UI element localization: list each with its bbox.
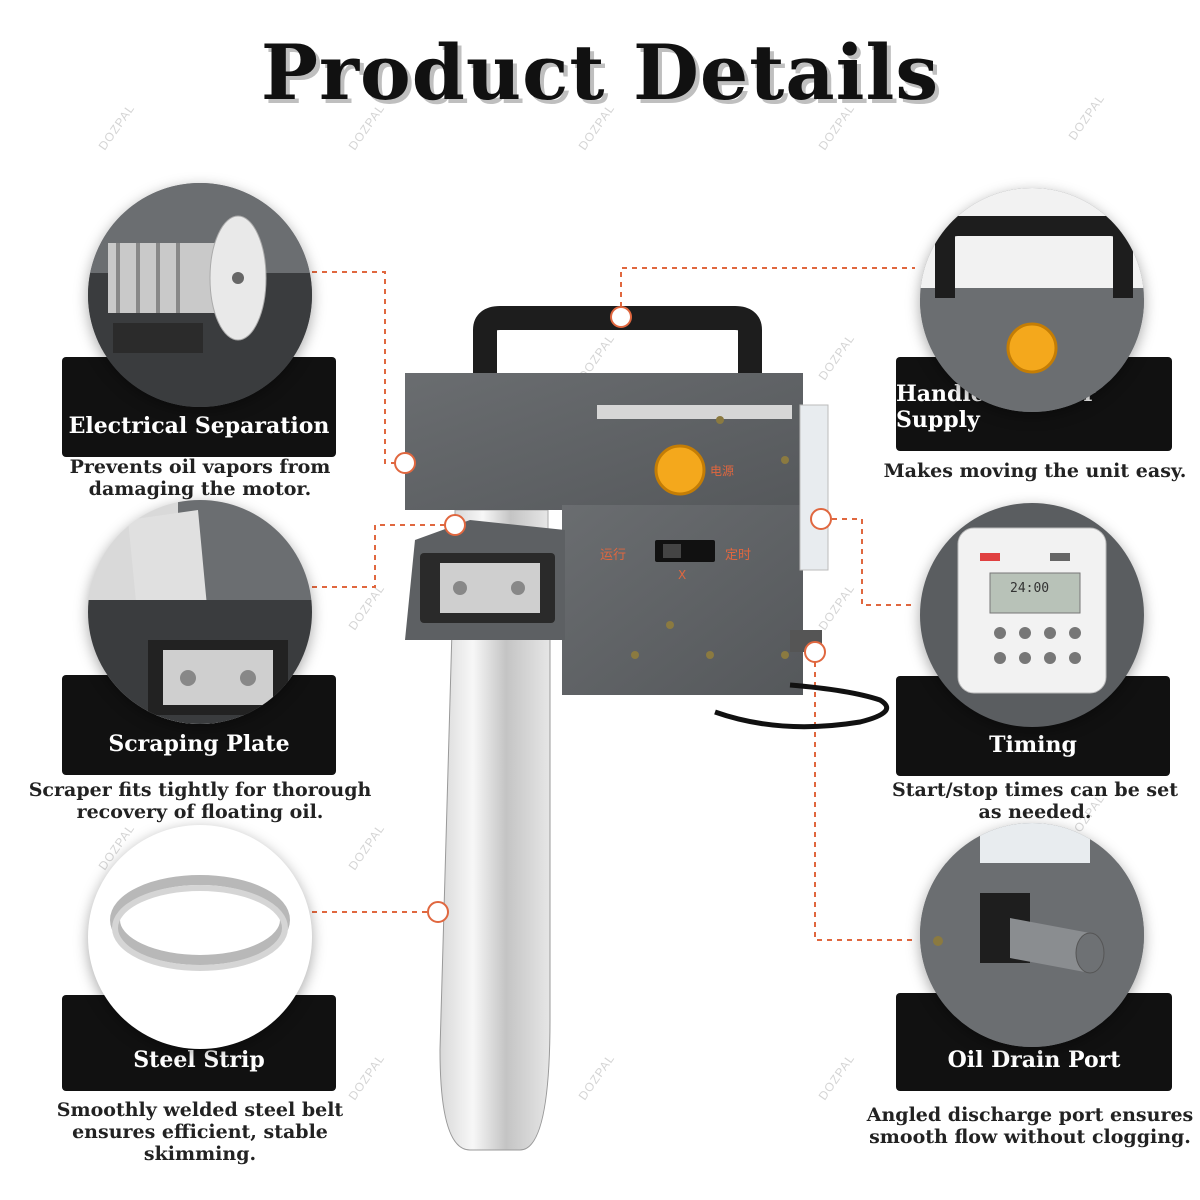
scraper-icon: [88, 500, 312, 724]
feature-desc: Makes moving the unit easy.: [870, 460, 1200, 482]
feature-label: Steel Strip: [133, 1047, 265, 1073]
timer-icon: [957, 527, 1107, 694]
feature-desc: Start/stop times can be set as needed.: [870, 779, 1200, 823]
feature-image-electrical-separation: [88, 183, 312, 407]
desc-line: Scraper fits tightly for thorough: [28, 779, 372, 801]
switch-right-label: 定时: [725, 548, 752, 563]
connector-timing: [832, 518, 915, 606]
feature-desc: Smoothly welded steel belt ensures effic…: [20, 1099, 380, 1165]
desc-line: skimming.: [143, 1143, 257, 1165]
desc-line: Prevents oil vapors from: [69, 456, 331, 478]
desc-line: Angled discharge port ensures: [866, 1104, 1194, 1126]
hotspot-electrical: [394, 452, 416, 474]
feature-label-box: Scraping Plate: [62, 675, 336, 775]
drain-port-icon: [920, 823, 1144, 1047]
hotspot-scraping: [444, 514, 466, 536]
hotspot-handle: [610, 306, 632, 328]
desc-line: smooth flow without clogging.: [869, 1126, 1191, 1148]
motor-icon: [88, 183, 312, 407]
feature-label: Electrical Separation: [68, 413, 330, 439]
connector-drain: [814, 652, 915, 941]
side-cover: [799, 404, 829, 571]
feature-label: Timing: [989, 732, 1077, 758]
indicator-label: 电源: [710, 464, 735, 478]
desc-line: ensures efficient, stable: [72, 1121, 328, 1143]
desc-line: damaging the motor.: [88, 478, 312, 500]
switch-mark: X: [678, 568, 687, 582]
housing-sticker: [597, 405, 792, 419]
desc-line: as needed.: [978, 801, 1092, 823]
housing-top: [405, 373, 803, 510]
feature-image-handle-power: [920, 188, 1144, 412]
desc-line: Makes moving the unit easy.: [883, 460, 1187, 482]
feature-label: Oil Drain Port: [947, 1047, 1121, 1073]
feature-label-box: Electrical Separation: [62, 357, 336, 457]
hotspot-steel: [427, 901, 449, 923]
power-cord: [714, 682, 890, 730]
feature-image-steel-strip: [88, 825, 312, 1049]
power-indicator-light: [654, 444, 706, 496]
feature-image-oil-drain: [920, 823, 1144, 1047]
switch-left-label: 运行: [600, 548, 627, 563]
feature-desc: Angled discharge port ensures smooth flo…: [860, 1104, 1200, 1148]
feature-desc: Prevents oil vapors from damaging the mo…: [20, 456, 380, 500]
hotspot-drain: [804, 641, 826, 663]
hotspot-timing: [810, 508, 832, 530]
scraper-bracket: [405, 520, 565, 640]
handle-power-icon: [920, 188, 1144, 412]
connector-scraping: [312, 524, 455, 588]
page-title: Product Details: [260, 28, 940, 117]
desc-line: Smoothly welded steel belt: [56, 1099, 344, 1121]
feature-label: Scraping Plate: [108, 731, 290, 757]
connector-handle: [620, 267, 915, 317]
feature-image-scraping-plate: [88, 500, 312, 724]
housing-lower: [562, 505, 803, 695]
desc-line: Start/stop times can be set: [892, 779, 1178, 801]
feature-desc: Scraper fits tightly for thorough recove…: [10, 779, 390, 823]
timer-display: 24:00: [1010, 581, 1050, 596]
feature-image-timing: [920, 503, 1144, 727]
desc-line: recovery of floating oil.: [76, 801, 324, 823]
steel-ring-icon: [110, 875, 290, 971]
